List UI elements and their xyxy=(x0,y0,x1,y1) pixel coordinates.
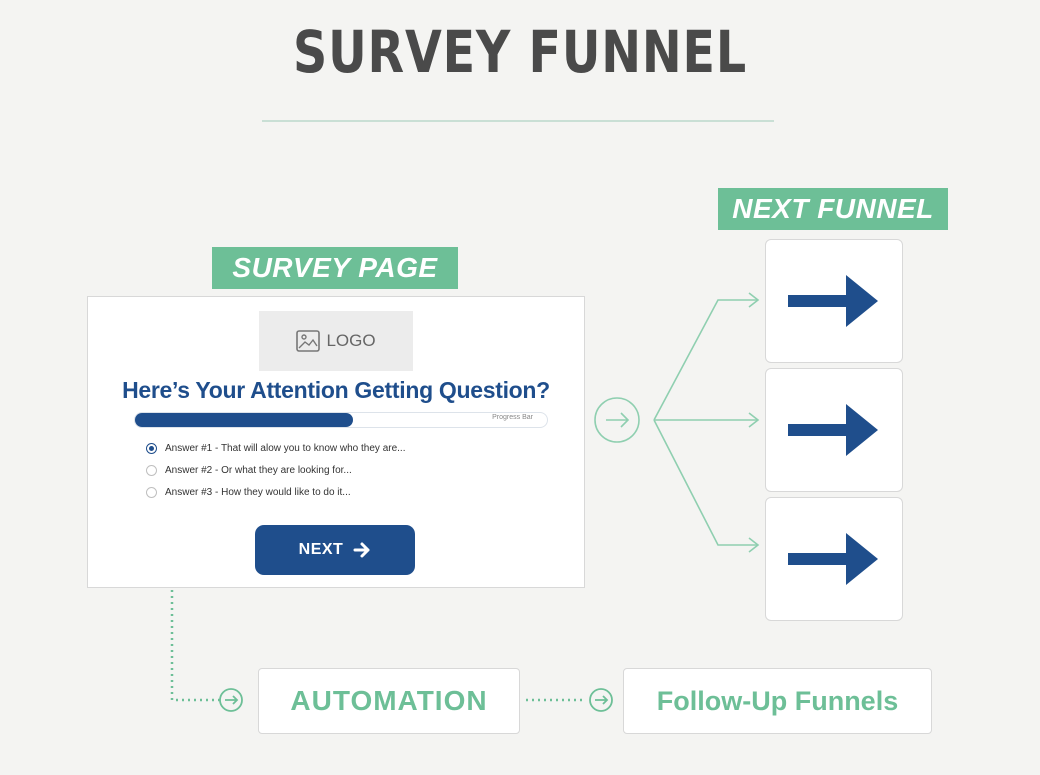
next-funnel-box-1[interactable] xyxy=(765,239,903,363)
automation-circle-arrow-icon xyxy=(219,688,243,712)
radio-button[interactable] xyxy=(146,464,157,476)
arrow-right-icon xyxy=(788,275,878,327)
answer-label: Answer #3 - How they would like to do it… xyxy=(165,486,351,498)
arrow-right-icon xyxy=(788,404,878,456)
radio-button[interactable] xyxy=(146,486,157,498)
progress-bar: Progress Bar xyxy=(134,412,548,428)
arrow-right-icon xyxy=(788,533,878,585)
survey-page-card: LOGO Here’s Your Attention Getting Quest… xyxy=(87,296,585,588)
progress-bar-label: Progress Bar xyxy=(492,414,533,421)
arrow-right-icon xyxy=(353,542,370,558)
survey-page-label: SURVEY PAGE xyxy=(212,247,458,289)
radio-button[interactable] xyxy=(146,442,157,454)
answer-label: Answer #1 - That will alow you to know w… xyxy=(165,442,406,454)
progress-bar-fill xyxy=(135,413,354,427)
next-button[interactable]: NEXT xyxy=(255,525,415,575)
answer-label: Answer #2 - Or what they are looking for… xyxy=(165,464,352,476)
survey-question: Here’s Your Attention Getting Question? xyxy=(122,377,550,403)
page-title: SURVEY FUNNEL xyxy=(293,18,747,86)
answer-option-1[interactable]: Answer #1 - That will alow you to know w… xyxy=(146,437,405,459)
next-funnel-box-2[interactable] xyxy=(765,368,903,492)
followup-circle-arrow-icon xyxy=(589,688,613,712)
logo-placeholder: LOGO xyxy=(259,311,413,371)
answer-option-2[interactable]: Answer #2 - Or what they are looking for… xyxy=(146,459,405,481)
next-funnel-box-3[interactable] xyxy=(765,497,903,621)
follow-up-funnels-box: Follow-Up Funnels xyxy=(623,668,932,734)
answer-list: Answer #1 - That will alow you to know w… xyxy=(146,437,405,503)
next-button-label: NEXT xyxy=(298,541,344,558)
title-divider xyxy=(262,120,774,122)
answer-option-3[interactable]: Answer #3 - How they would like to do it… xyxy=(146,481,405,503)
flow-circle-arrow-icon xyxy=(594,397,640,443)
logo-text: LOGO xyxy=(326,331,376,350)
next-funnel-label: NEXT FUNNEL xyxy=(718,188,948,230)
automation-box: AUTOMATION xyxy=(258,668,520,734)
image-icon xyxy=(296,330,321,352)
